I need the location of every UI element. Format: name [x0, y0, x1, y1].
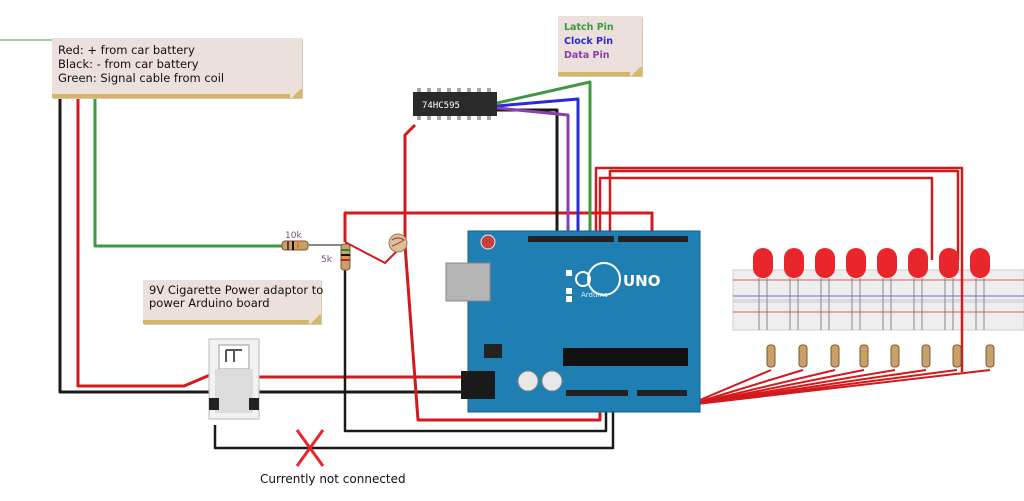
adaptor-note-line-1: 9V Cigarette Power adaptor to [149, 283, 324, 297]
wire-led-red-a [598, 176, 934, 260]
resistor-10k [281, 240, 345, 251]
wire-data-black [497, 108, 559, 236]
resistor-5k-label: 5k [321, 255, 332, 265]
resistor-5k [340, 243, 351, 271]
led-3 [815, 248, 835, 330]
wire-latch-green [496, 80, 592, 238]
note-green-line: Green: Signal cable from coil [58, 71, 225, 85]
car-battery-note: Red: + from car battery Black: - from ca… [52, 38, 302, 98]
arduino-board [445, 230, 701, 413]
wire-divider-red-2 [344, 241, 399, 264]
shift-register-chip [413, 88, 497, 120]
led-array [753, 248, 990, 330]
wires [58, 80, 991, 450]
wire-divider-red [343, 211, 654, 242]
board-label: UNO [623, 272, 661, 290]
resistor-10k-label: 10k [285, 231, 302, 241]
note-black-line: Black: - from car battery [58, 57, 199, 71]
wire-battery-red [76, 98, 211, 388]
wire-clock-blue [496, 97, 580, 238]
led-8 [970, 248, 990, 330]
led-6 [908, 248, 928, 330]
breadboard [732, 269, 1024, 331]
led-1 [753, 248, 773, 330]
note-red-line: Red: + from car battery [58, 43, 195, 57]
clock-pin-label: Clock Pin [564, 36, 613, 47]
wire-led-red-c [594, 166, 964, 372]
chip-label: 74HC595 [422, 101, 460, 111]
wire-chip-red [403, 123, 602, 422]
led-5 [877, 248, 897, 330]
pins-note: Latch Pin Clock Pin Data Pin [558, 16, 642, 76]
latch-pin-label: Latch Pin [564, 22, 614, 33]
wire-led-red-b [608, 169, 960, 260]
wire-divider-black [343, 270, 608, 433]
wire-data-purple [496, 106, 570, 238]
wire-signal-green [93, 98, 282, 248]
brand-label: Arduino [581, 291, 609, 299]
led-7 [939, 248, 959, 330]
not-connected-caption: Currently not connected [260, 472, 406, 486]
wire-ground-black [213, 398, 615, 450]
adaptor-note: 9V Cigarette Power adaptor to power Ardu… [143, 280, 324, 324]
led-4 [846, 248, 866, 330]
power-adaptor [208, 338, 260, 420]
led-2 [784, 248, 804, 330]
led-resistors [766, 344, 995, 368]
wire-battery-black [58, 98, 217, 408]
photoresistor [388, 233, 408, 253]
adaptor-note-line-2: power Arduino board [149, 296, 270, 310]
not-connected-x [295, 429, 325, 467]
data-pin-label: Data Pin [564, 50, 610, 61]
